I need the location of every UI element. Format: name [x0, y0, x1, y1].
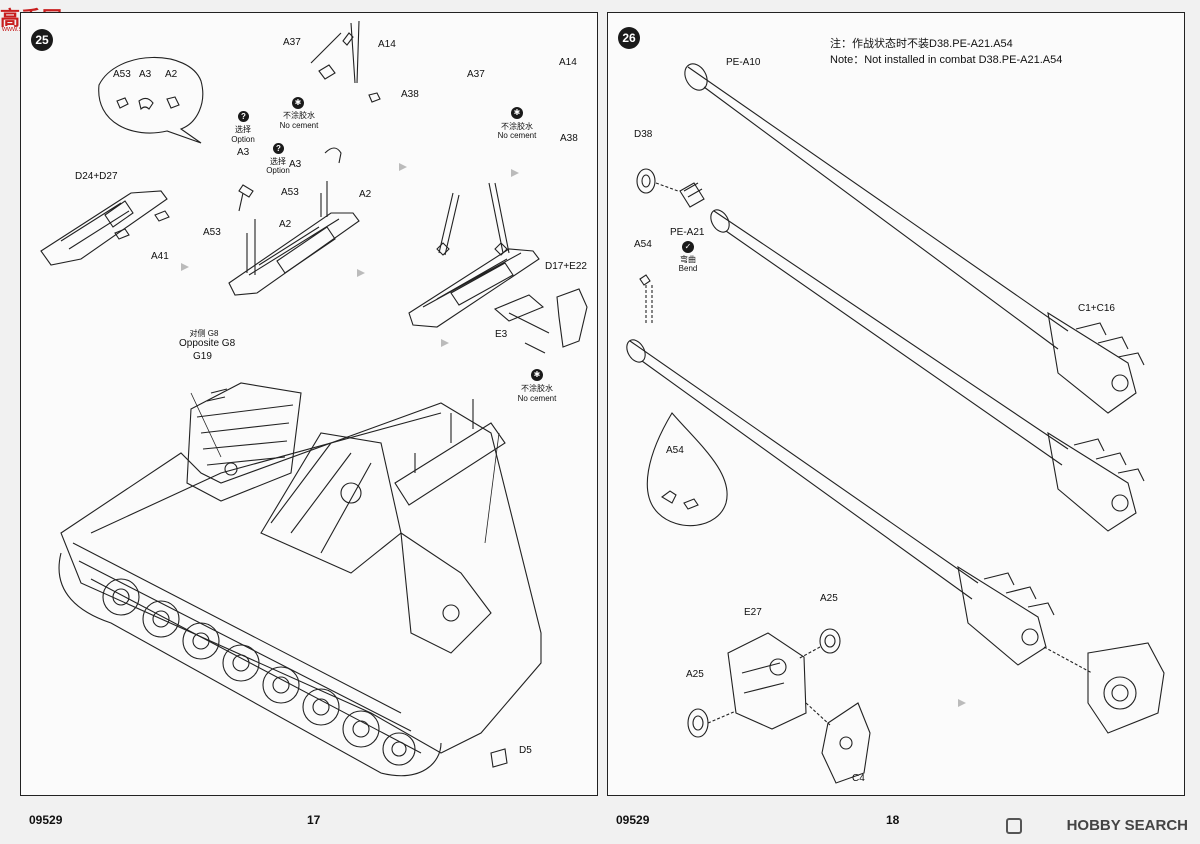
part-label-d38: D38: [634, 129, 653, 140]
step-number-badge: 26: [618, 27, 640, 49]
option-icon: ?: [238, 111, 249, 122]
part-label-c1-c16: C1+C16: [1078, 303, 1115, 314]
part-label-d17-e22: D17+E22: [545, 261, 587, 272]
part-label-a3: A3: [289, 159, 302, 170]
hobby-search-logo-icon: [1006, 818, 1022, 834]
no-cement-icon: ✱: [531, 369, 543, 381]
part-label-a37: A37: [467, 69, 485, 80]
part-label-g19: G19: [193, 351, 212, 362]
part-label-a53: A53: [113, 69, 131, 80]
no-cement-icon: ✱: [292, 97, 304, 109]
option-label-en: Option: [266, 166, 290, 175]
part-label-a2: A2: [165, 69, 178, 80]
part-label-a38: A38: [560, 133, 578, 144]
part-label-a53: A53: [281, 187, 299, 198]
part-label-a37: A37: [283, 37, 301, 48]
part-label-a14: A14: [378, 39, 396, 50]
instruction-page-right: 26 注：作战状态时不装D38.PE-A21.A54 Note：Not inst…: [607, 12, 1185, 827]
page-number: 17: [307, 813, 321, 827]
note-chinese: 注：作战状态时不装D38.PE-A21.A54: [830, 38, 1013, 50]
step-number-badge: 25: [31, 29, 53, 51]
option-label-cn: 选择: [270, 157, 286, 166]
no-cement-label-en: No cement: [517, 394, 557, 403]
part-label-pe-a10: PE-A10: [726, 57, 761, 68]
assembly-drawing-right: [626, 63, 1165, 784]
no-cement-label-cn: 不涂胶水: [283, 111, 315, 120]
part-label-a54: A54: [634, 239, 652, 250]
assembly-drawing-left: [40, 20, 588, 777]
part-label-a53: A53: [203, 227, 221, 238]
bend-label-en: Bend: [678, 264, 698, 273]
part-label-d24-d27: D24+D27: [75, 171, 118, 182]
no-cement-label-en: No cement: [279, 121, 319, 130]
bend-icon: ✓: [682, 241, 694, 253]
part-label-a2: A2: [279, 219, 292, 230]
instruction-page-left: 25: [20, 12, 598, 827]
catalog-code: 09529: [616, 813, 650, 827]
no-cement-label-cn: 不涂胶水: [501, 122, 533, 131]
part-label-a3: A3: [237, 147, 250, 158]
part-label-e27: E27: [744, 607, 762, 618]
part-label-a14: A14: [559, 57, 577, 68]
part-label-a41: A41: [151, 251, 169, 262]
note-english: Note：Not installed in combat D38.PE-A21.…: [830, 54, 1063, 66]
part-label-c4: C4: [852, 773, 865, 784]
part-label-a38: A38: [401, 89, 419, 100]
hobby-search-watermark: HOBBY SEARCH: [1066, 817, 1188, 834]
no-cement-icon: ✱: [511, 107, 523, 119]
option-label-en: Option: [231, 135, 255, 144]
no-cement-label-cn: 不涂胶水: [521, 384, 553, 393]
part-label-a54-detail: A54: [666, 445, 684, 456]
no-cement-label-en: No cement: [497, 131, 537, 140]
option-label-cn: 选择: [235, 125, 251, 134]
part-label-a25: A25: [686, 669, 704, 680]
part-label-a25: A25: [820, 593, 838, 604]
part-label-pe-a21: PE-A21: [670, 227, 705, 238]
part-label-d5: D5: [519, 745, 532, 756]
opposite-label-cn: 对侧 G8: [189, 329, 219, 338]
part-label-a3: A3: [139, 69, 152, 80]
part-label-a2: A2: [359, 189, 372, 200]
part-label-e3: E3: [495, 329, 508, 340]
page-number: 18: [886, 813, 900, 827]
catalog-code: 09529: [29, 813, 63, 827]
opposite-label-en: Opposite G8: [179, 338, 236, 349]
option-icon: ?: [273, 143, 284, 154]
bend-label-cn: 弯曲: [680, 255, 696, 264]
